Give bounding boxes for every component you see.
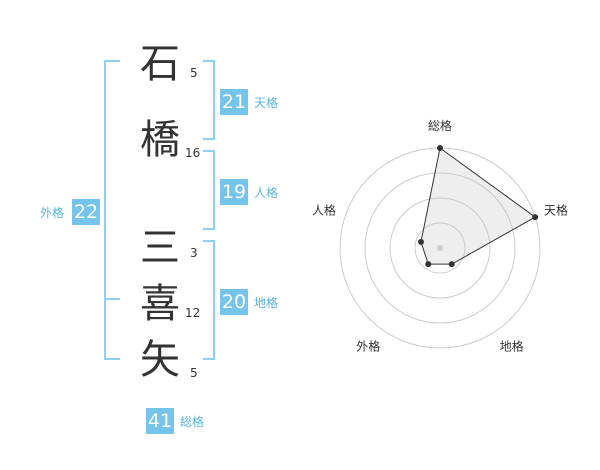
gaikaku-bracket	[104, 60, 120, 360]
tenkaku-bracket	[203, 60, 215, 140]
radar-axis-label-2: 天格	[544, 202, 568, 217]
radar-axis-label-4: 外格	[356, 339, 380, 354]
stroke-count-4: 12	[185, 306, 201, 320]
name-char-3: 三	[140, 225, 180, 271]
radar-point-3	[448, 261, 455, 268]
jinkaku-badge: 19	[220, 179, 248, 205]
stroke-count-1: 5	[190, 66, 198, 80]
radar-point-4	[425, 261, 432, 268]
radar-axis-label-5: 人格	[312, 202, 336, 217]
radar-center	[437, 245, 443, 251]
chikaku-label: 地格	[254, 296, 279, 310]
name-char-4: 喜	[140, 281, 180, 327]
radar-ring	[414, 222, 466, 274]
jinkaku-bracket	[203, 150, 215, 230]
radar-axis-label-3: 地格	[500, 339, 524, 354]
soukaku-badge: 41	[146, 408, 174, 434]
tenkaku-label: 天格	[254, 96, 279, 110]
soukaku-label: 総格	[180, 415, 205, 429]
name-char-5: 矢	[140, 337, 180, 383]
chikaku-badge: 20	[220, 289, 248, 315]
jinkaku-label: 人格	[254, 186, 279, 200]
chikaku-bracket	[203, 240, 215, 360]
radar-axis-label-1: 総格	[428, 118, 452, 133]
stroke-count-5: 5	[190, 366, 198, 380]
name-char-2: 橋	[140, 117, 180, 163]
radar-ring	[364, 172, 516, 324]
gaikaku-label: 外格	[40, 206, 65, 220]
radar-point-5	[417, 238, 424, 245]
radar-point-2	[532, 214, 539, 221]
name-char-1: 石	[140, 41, 180, 87]
radar-area	[420, 147, 537, 265]
gaikaku-badge: 22	[72, 199, 100, 225]
stroke-count-2: 16	[185, 146, 201, 160]
radar-point-1	[437, 145, 443, 151]
stroke-count-3: 3	[190, 246, 198, 260]
gaikaku-bracket-divider	[104, 298, 120, 300]
radar-ring	[389, 197, 491, 299]
tenkaku-badge: 21	[220, 89, 248, 115]
